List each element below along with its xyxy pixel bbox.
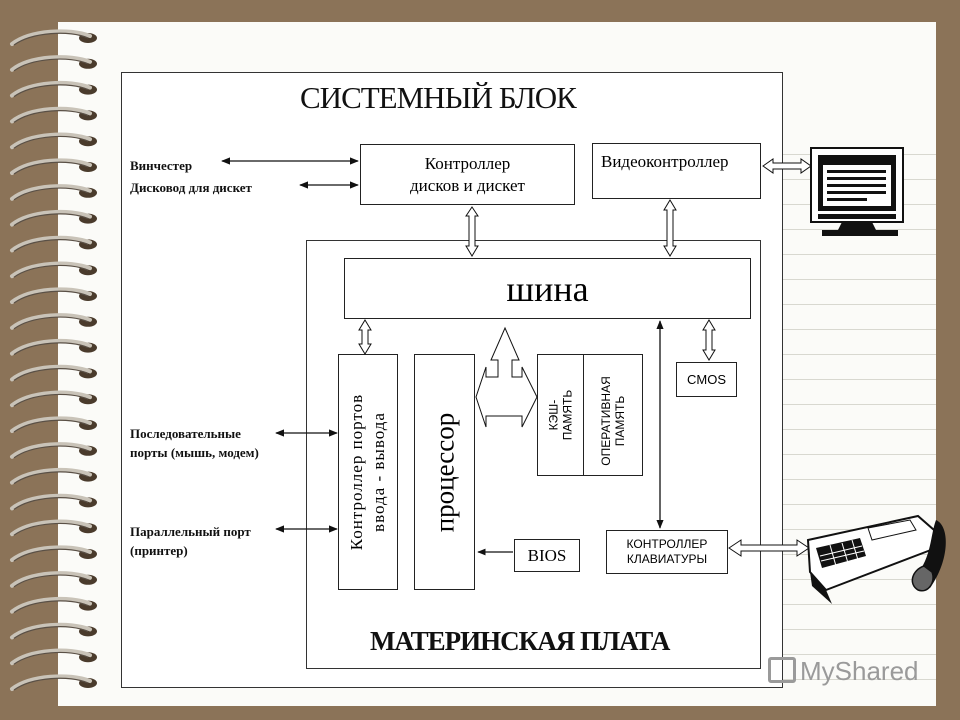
hdd-label: Винчестер	[130, 158, 193, 173]
spiral-ring	[10, 648, 97, 666]
spiral-ring	[10, 571, 97, 588]
spiral-ring	[10, 493, 97, 511]
spiral-ring	[10, 29, 97, 46]
fdd-label: Дисковод для дискет	[130, 180, 252, 195]
spiral-ring	[10, 519, 97, 537]
keyboard-controller-line-1: КОНТРОЛЛЕР	[626, 537, 708, 551]
system-bus-box: шина	[344, 258, 751, 319]
ram-box: ОПЕРАТИВНАЯ ПАМЯТЬ	[583, 354, 643, 476]
spiral-ring	[10, 622, 97, 640]
spiral-binding-icon	[10, 29, 97, 691]
cache-memory-box: КЭШ- ПАМЯТЬ	[537, 354, 584, 476]
serial-ports-label-2: порты (мышь, модем)	[130, 445, 259, 460]
spiral-ring	[10, 209, 97, 227]
spiral-ring	[10, 55, 97, 72]
spiral-ring	[10, 287, 97, 304]
video-controller-label: Видеоконтроллер	[601, 152, 729, 171]
spiral-ring	[10, 80, 97, 98]
spiral-ring	[10, 467, 97, 485]
system-unit-title: СИСТЕМНЫЙ БЛОК	[300, 80, 577, 115]
io-ports-controller-box: Контроллер портов ввода - вывода	[338, 354, 398, 590]
processor-bus-arrow	[475, 326, 538, 428]
keyboard-controller-box: КОНТРОЛЛЕР КЛАВИАТУРЫ	[606, 530, 728, 574]
spiral-ring	[10, 674, 97, 691]
spiral-ring	[10, 184, 97, 201]
spiral-ring	[10, 442, 97, 459]
serial-ports-label-1: Последовательные	[130, 426, 241, 441]
spiral-ring	[10, 364, 97, 382]
video-controller-bus-arrow	[663, 199, 677, 257]
video-controller-box: Видеоконтроллер	[592, 143, 761, 199]
spiral-ring	[10, 338, 97, 356]
spiral-ring	[10, 132, 97, 150]
system-bus-label: шина	[506, 268, 589, 309]
watermark-icon	[768, 657, 796, 683]
spiral-ring	[10, 545, 97, 562]
monitor-icon	[810, 147, 904, 236]
spiral-ring	[10, 106, 97, 124]
keyboard-arrow	[728, 539, 810, 557]
spiral-ring	[10, 416, 97, 433]
watermark-text: MyShared	[800, 656, 919, 686]
processor-box: процессор	[414, 354, 475, 590]
io-controller-bus-arrow	[358, 319, 372, 355]
spiral-ring	[10, 261, 97, 279]
disk-controller-line-1: Контроллер	[424, 153, 511, 173]
monitor-arrow	[762, 158, 812, 174]
spiral-ring	[10, 596, 97, 614]
spiral-ring	[10, 235, 97, 253]
disk-controller-box: Контроллер дисков и дискет	[360, 144, 575, 205]
watermark-logo: MyShared	[768, 656, 919, 687]
bios-box: BIOS	[514, 539, 580, 572]
parallel-port-label-1: Параллельный порт	[130, 524, 251, 539]
mouse-icon	[911, 520, 946, 592]
cmos-bus-arrow	[702, 319, 716, 361]
disk-controller-line-2: дисков и дискет	[410, 175, 525, 195]
keyboard-icon	[806, 514, 938, 604]
motherboard-label: МАТЕРИНСКАЯ ПЛАТА	[370, 626, 670, 656]
spiral-ring	[10, 313, 97, 330]
spiral-ring	[10, 390, 97, 408]
keyboard-controller-line-2: КЛАВИАТУРЫ	[626, 552, 708, 566]
spiral-ring	[10, 158, 97, 175]
disk-controller-bus-arrow	[465, 206, 479, 257]
bios-label: BIOS	[527, 545, 567, 565]
parallel-port-label-2: (принтер)	[130, 543, 188, 558]
cmos-box: CMOS	[676, 362, 737, 397]
cmos-label: CMOS	[687, 372, 726, 387]
